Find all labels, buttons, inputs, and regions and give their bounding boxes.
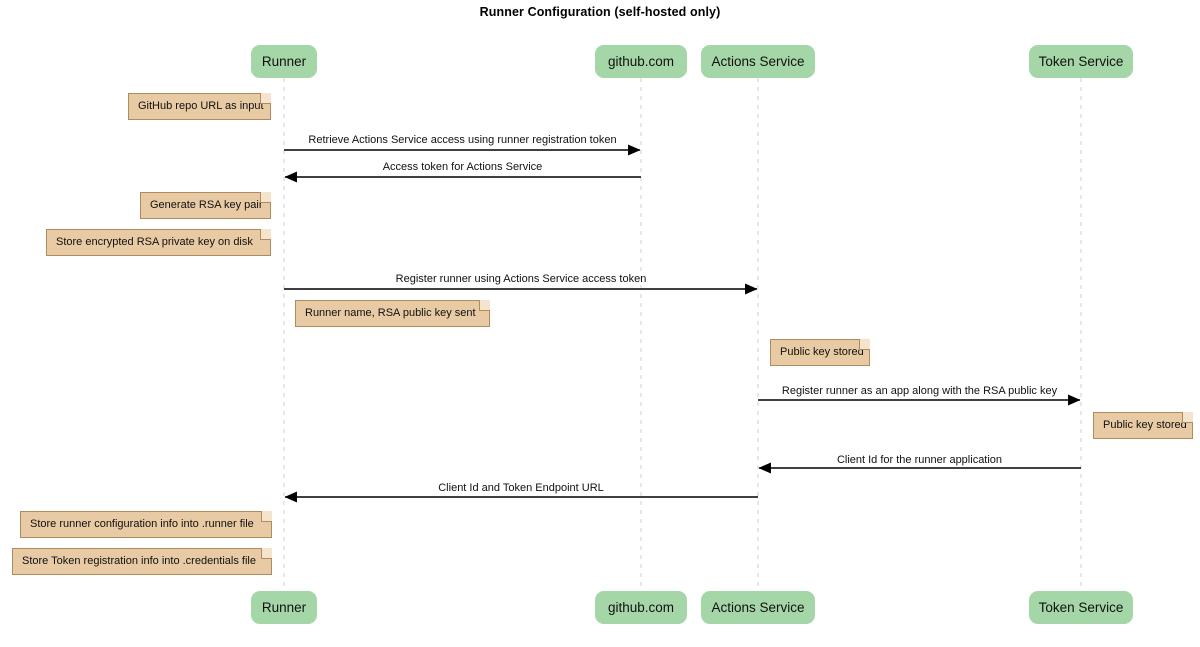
note-store-encrypted-rsa: Store encrypted RSA private key on disk	[46, 229, 271, 256]
note-label: GitHub repo URL as input	[138, 100, 264, 112]
participant-label: Actions Service	[711, 600, 805, 615]
note-label: Store runner configuration info into .ru…	[30, 518, 254, 530]
participant-label: Runner	[261, 600, 307, 615]
note-fold-corner-icon	[1182, 412, 1193, 423]
note-label: Store encrypted RSA private key on disk	[56, 236, 253, 248]
participant-label: Actions Service	[711, 54, 805, 69]
note-fold-corner-icon	[260, 192, 271, 203]
participant-token-footer[interactable]: Token Service	[1029, 591, 1133, 624]
participant-runner-footer[interactable]: Runner	[251, 591, 317, 624]
participant-label: github.com	[607, 600, 675, 615]
note-github-repo-url: GitHub repo URL as input	[128, 93, 271, 120]
participant-token-header[interactable]: Token Service	[1029, 45, 1133, 78]
participant-github-header[interactable]: github.com	[595, 45, 687, 78]
message-arrows-group	[284, 144, 1081, 503]
note-store-token-reg: Store Token registration info into .cred…	[12, 548, 272, 575]
note-public-key-actions: Public key stored	[770, 339, 870, 366]
msg-client-id-token-endpoint-label: Client Id and Token Endpoint URL	[438, 482, 604, 494]
note-label: Runner name, RSA public key sent	[305, 307, 476, 319]
msg-register-runner-as-app-label: Register runner as an app along with the…	[781, 385, 1058, 397]
note-public-key-token: Public key stored	[1093, 412, 1193, 439]
note-fold-corner-icon	[261, 548, 272, 559]
msg-register-runner-label: Register runner using Actions Service ac…	[395, 273, 647, 285]
participant-label: github.com	[607, 54, 675, 69]
participant-label: Token Service	[1038, 600, 1124, 615]
lifelines-group	[283, 78, 1082, 591]
participant-label: Runner	[261, 54, 307, 69]
participant-actions-footer[interactable]: Actions Service	[701, 591, 815, 624]
msg-client-id-label: Client Id for the runner application	[836, 454, 1003, 466]
note-fold-corner-icon	[260, 229, 271, 240]
participant-runner-header[interactable]: Runner	[251, 45, 317, 78]
note-runner-name-rsa: Runner name, RSA public key sent	[295, 300, 490, 327]
page-title: Runner Configuration (self-hosted only)	[479, 5, 721, 19]
msg-access-token-label: Access token for Actions Service	[382, 161, 543, 173]
note-label: Store Token registration info into .cred…	[22, 555, 256, 567]
msg-retrieve-actions-access-label: Retrieve Actions Service access using ru…	[308, 134, 617, 146]
note-fold-corner-icon	[260, 93, 271, 104]
note-label: Public key stored	[1103, 419, 1187, 431]
note-generate-rsa: Generate RSA key pair	[140, 192, 271, 219]
participant-actions-header[interactable]: Actions Service	[701, 45, 815, 78]
note-fold-corner-icon	[261, 511, 272, 522]
note-store-runner-config: Store runner configuration info into .ru…	[20, 511, 272, 538]
note-fold-corner-icon	[479, 300, 490, 311]
participant-label: Token Service	[1038, 54, 1124, 69]
note-label: Generate RSA key pair	[150, 199, 263, 211]
note-fold-corner-icon	[859, 339, 870, 350]
participant-github-footer[interactable]: github.com	[595, 591, 687, 624]
note-label: Public key stored	[780, 346, 864, 358]
